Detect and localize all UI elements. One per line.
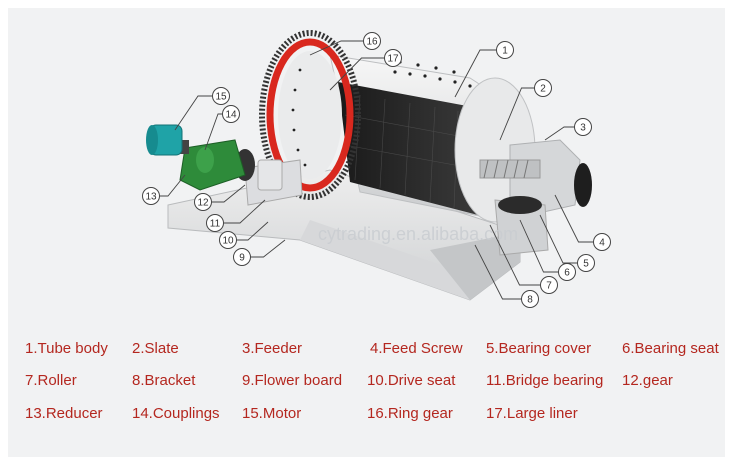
callout-4: 4 [554, 194, 611, 251]
legend-item: 1.Tube body [25, 340, 108, 357]
bridge-bearing [257, 159, 283, 191]
callout-number: 10 [222, 236, 234, 247]
legend-item: 16.Ring gear [367, 405, 453, 422]
callout-circle [384, 49, 402, 67]
end-head [454, 77, 592, 256]
callout-number: 13 [145, 192, 157, 203]
callout-circle [219, 231, 237, 249]
callout-circle [142, 187, 160, 205]
callout-5: 5 [539, 214, 595, 272]
callout-circle [222, 105, 240, 123]
feed-screw [479, 159, 541, 179]
reducer [179, 139, 246, 191]
callout-number: 17 [387, 54, 399, 65]
callout-number: 4 [599, 238, 605, 249]
callout-circle [540, 276, 558, 294]
callout-circle [496, 41, 514, 59]
legend-item: 12.gear [622, 372, 673, 389]
watermark: cytrading.en.alibaba.com [318, 224, 518, 244]
callout-1: 1 [454, 41, 514, 98]
callout-circle [233, 248, 251, 266]
feeder [509, 139, 592, 216]
callout-circle [593, 233, 611, 251]
callout-number: 2 [540, 84, 546, 95]
legend-row: 7.Roller 8.Bracket 9.Flower board 10.Dri… [0, 370, 750, 392]
callout-8: 8 [474, 244, 539, 308]
legend-item: 7.Roller [25, 372, 77, 389]
legend-row: 1.Tube body 2.Slate 3.Feeder 4.Feed Scre… [0, 338, 750, 360]
bearing-seat [494, 196, 549, 256]
callout-number: 6 [564, 268, 570, 279]
large-liner [338, 82, 489, 215]
callout-circle [577, 254, 595, 272]
parts-legend: 1.Tube body 2.Slate 3.Feeder 4.Feed Scre… [0, 330, 750, 450]
callout-number: 14 [225, 110, 237, 121]
callout-circle [194, 193, 212, 211]
legend-item: 15.Motor [242, 405, 302, 422]
legend-item: 8.Bracket [132, 372, 196, 389]
legend-item: 3.Feeder [242, 340, 303, 357]
callout-2: 2 [499, 79, 552, 141]
callout-circle [534, 79, 552, 97]
callout-number: 1 [502, 46, 508, 57]
callout-circle [206, 214, 224, 232]
legend-row: 13.Reducer 14.Couplings 15.Motor 16.Ring… [0, 403, 750, 425]
callout-6: 6 [519, 219, 576, 281]
callout-7: 7 [489, 224, 558, 294]
callout-number: 12 [197, 198, 209, 209]
legend-item: 9.Flower board [242, 372, 343, 389]
callout-circle [574, 118, 592, 136]
callout-14: 14 [204, 105, 240, 151]
callout-circle [521, 290, 539, 308]
motor [146, 124, 183, 156]
callout-11: 11 [206, 199, 266, 232]
callout-number: 9 [239, 253, 245, 264]
legend-item: 11.Bridge bearing [486, 372, 604, 389]
legend-item: 10.Drive seat [367, 372, 456, 389]
legend-item: 6.Bearing seat [622, 340, 719, 357]
callout-15: 15 [174, 87, 230, 131]
callout-circle [212, 87, 230, 105]
callout-number: 16 [366, 37, 378, 48]
legend-item: 5.Bearing cover [486, 340, 592, 357]
callout-3: 3 [544, 118, 592, 141]
callout-number: 7 [546, 281, 552, 292]
callout-circle [363, 32, 381, 50]
callout-13: 13 [142, 174, 186, 205]
callout-16: 16 [309, 32, 381, 56]
legend-item: 17.Large liner [486, 405, 578, 422]
callout-number: 5 [583, 259, 589, 270]
callout-17: 17 [329, 49, 402, 91]
callout-number: 3 [580, 123, 586, 134]
legend-item: 14.Couplings [132, 405, 220, 422]
callout-9: 9 [233, 239, 286, 266]
legend-item: 4.Feed Screw [370, 340, 463, 357]
callout-number: 15 [215, 92, 227, 103]
callout-circle [558, 263, 576, 281]
leader-line [489, 224, 549, 286]
legend-item: 13.Reducer [25, 405, 103, 422]
ball-mill-diagram: cytrading.en.alibaba.com 123456789101112… [142, 30, 611, 308]
callout-number: 8 [527, 295, 533, 306]
callout-number: 11 [210, 219, 221, 230]
leader-line [329, 57, 393, 91]
callout-12: 12 [194, 184, 246, 211]
legend-item: 2.Slate [132, 340, 179, 357]
leader-line [474, 244, 530, 300]
callout-10: 10 [219, 221, 269, 249]
ring-gear [259, 30, 361, 200]
leader-line [309, 40, 372, 56]
